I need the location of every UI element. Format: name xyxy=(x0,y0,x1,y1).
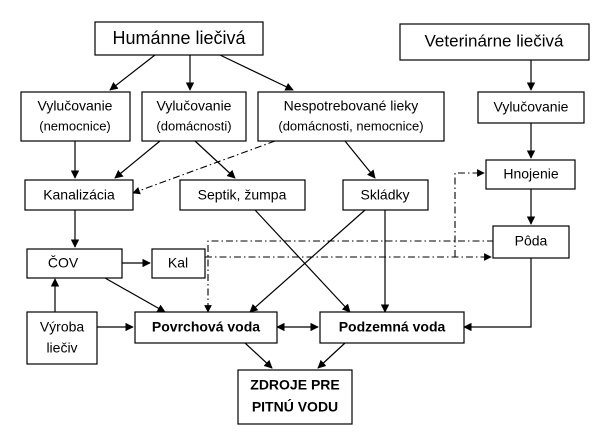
node-vylucovanie-domacnosti: Vylučovanie (domácnosti) xyxy=(141,91,247,142)
edge-poda-to-podzemna xyxy=(463,258,532,332)
edge-nespotrebovane-to-skladky xyxy=(344,140,376,179)
node-humanne-label: Humánne liečivá xyxy=(112,28,246,48)
edge-vylucovanie-domacnosti-to-kanalizacia xyxy=(114,140,161,179)
node-nespotrebovane-line2: (domácnosti, nemocnice) xyxy=(278,118,423,133)
node-vylucovanie-domacnosti-line2: (domácnosti) xyxy=(156,118,231,133)
node-poda: Pôda xyxy=(492,225,570,259)
diagram-nodes: Humánne liečivá Veterinárne liečivá Vylu… xyxy=(20,21,590,425)
node-zdroje-pitna-voda: ZDROJE PRE PITNÚ VODU xyxy=(237,369,353,425)
edge-humanne-to-vylucovanie-nemocnice xyxy=(109,54,156,91)
node-hnojenie-label: Hnojenie xyxy=(503,166,558,182)
node-vyroba-line1: Výroba xyxy=(40,319,85,335)
edge-skladky-to-povrchova xyxy=(249,209,366,313)
node-cov: ČOV xyxy=(26,248,123,279)
node-skladky: Skládky xyxy=(342,179,429,211)
node-povrchova-label: Povrchová voda xyxy=(152,319,260,335)
node-zdroje-line2: PITNÚ VODU xyxy=(252,398,338,415)
node-vylucovanie-domacnosti-line1: Vylučovanie xyxy=(157,98,232,114)
node-kal: Kal xyxy=(151,248,206,279)
diagram-edges xyxy=(50,54,536,369)
node-vylucovanie-nemocnice: Vylučovanie (nemocnice) xyxy=(20,91,131,142)
node-kanalizacia-label: Kanalizácia xyxy=(43,187,115,203)
edge-cov-to-povrchova xyxy=(104,277,166,313)
edge-poda-to-povrchova xyxy=(204,240,494,313)
node-vylucovanie-veterinarne-label: Vylučovanie xyxy=(494,99,569,115)
node-cov-label: ČOV xyxy=(48,255,79,271)
node-veterinarne-liecive: Veterinárne liečivá xyxy=(399,23,590,61)
node-septik-label: Septik, žumpa xyxy=(198,187,287,203)
node-nespotrebovane-line1: Nespotrebované lieky xyxy=(284,98,419,114)
edge-nespotrebovane-to-kanalizacia xyxy=(132,140,276,195)
node-vylucovanie-veterinarne: Vylučovanie xyxy=(477,91,585,124)
node-skladky-label: Skládky xyxy=(360,187,409,203)
edge-kal-to-hnojenie xyxy=(454,169,485,257)
node-povrchova-voda: Povrchová voda xyxy=(134,311,278,344)
node-vyroba-line2: liečiv xyxy=(46,340,77,356)
edge-vylucovanie-domacnosti-to-septik xyxy=(194,140,236,179)
node-podzemna-voda: Podzemná voda xyxy=(319,311,465,344)
node-poda-label: Pôda xyxy=(515,233,548,249)
node-kanalizacia: Kanalizácia xyxy=(24,179,134,211)
node-zdroje-line1: ZDROJE PRE xyxy=(250,377,339,393)
node-kal-label: Kal xyxy=(168,255,188,271)
node-nespotrebovane-lieky: Nespotrebované lieky (domácnosti, nemocn… xyxy=(257,91,445,142)
edge-podzemna-to-zdroje xyxy=(317,342,346,369)
node-veterinarne-label: Veterinárne liečivá xyxy=(425,31,564,50)
node-humanne-liecive: Humánne liečivá xyxy=(94,21,264,56)
edge-septik-to-podzemna xyxy=(254,209,351,313)
node-vylucovanie-nemocnice-line2: (nemocnice) xyxy=(39,118,111,133)
edge-humanne-to-nespotrebovane xyxy=(219,54,294,91)
node-podzemna-label: Podzemná voda xyxy=(339,319,446,335)
node-septik-zumpa: Septik, žumpa xyxy=(179,179,306,211)
node-vylucovanie-nemocnice-line1: Vylučovanie xyxy=(38,98,113,114)
node-vyroba-lieciv: Výroba liečiv xyxy=(26,311,98,365)
node-hnojenie: Hnojenie xyxy=(485,159,576,190)
edge-povrchova-to-zdroje xyxy=(244,342,273,369)
